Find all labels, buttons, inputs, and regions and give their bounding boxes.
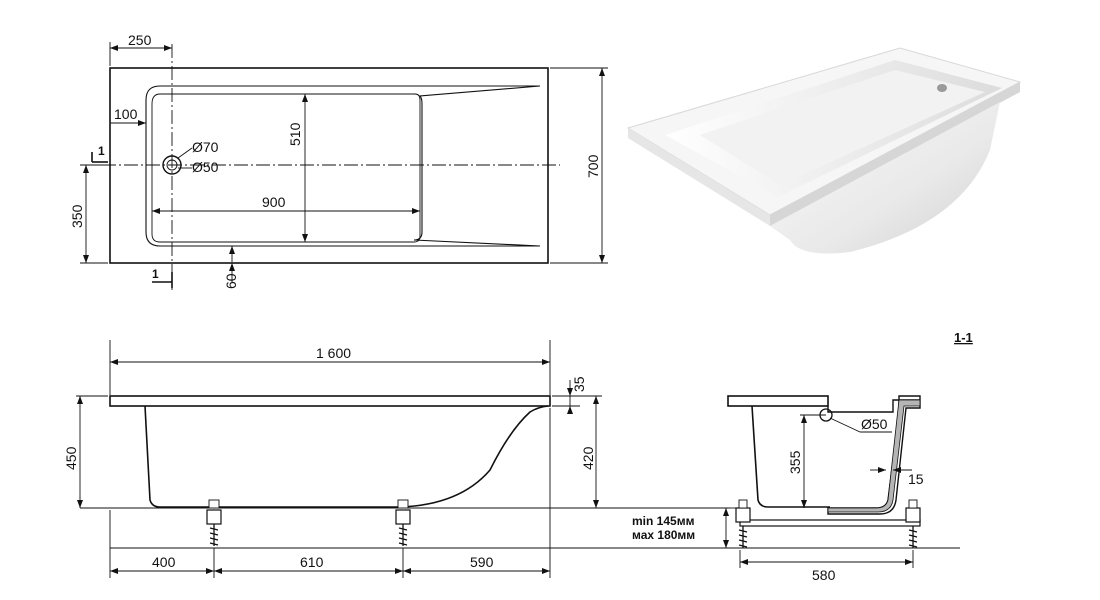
dim-total-width: 700: [585, 154, 601, 178]
bathtub-photo: [622, 12, 1054, 300]
section-drain-label: Ø50: [861, 416, 888, 432]
dim-wall: 15: [908, 471, 924, 487]
dim-foot-span: 610: [300, 554, 324, 570]
side-view: 1 600 35 420: [63, 340, 960, 578]
dim-rim-thickness: 35: [571, 376, 587, 392]
drain-inner-label: Ø50: [192, 159, 219, 175]
section-view: 1-1 Ø50 355 15: [632, 330, 973, 583]
section-marker-bottom: 1: [152, 267, 159, 281]
dim-inner-width: 510: [287, 122, 303, 146]
legs-max-label: мах 180мм: [632, 528, 695, 542]
plan-view: Ø70 Ø50 250 100 510 900 700: [69, 32, 608, 290]
dim-foot-right: 590: [470, 554, 494, 570]
dim-total-height: 450: [63, 446, 79, 470]
leg-left: [206, 499, 222, 546]
dim-rim-width: 100: [114, 106, 138, 122]
dim-frame-width: 580: [812, 567, 836, 583]
dim-total-length: 1 600: [316, 345, 351, 361]
section-marker-top: 1: [98, 144, 105, 158]
dim-half-width: 350: [69, 204, 85, 228]
dim-depth: 420: [580, 446, 596, 470]
drain-outer-label: Ø70: [192, 139, 219, 155]
legs-min-label: min 145мм: [632, 514, 695, 528]
section-title: 1-1: [954, 330, 973, 345]
dim-top-offset: 250: [128, 32, 152, 48]
dim-bottom-offset: 60: [223, 273, 239, 289]
dim-foot-left: 400: [152, 554, 176, 570]
dim-inner-length: 900: [262, 194, 286, 210]
leg-right: [395, 499, 411, 546]
dim-drain-height: 355: [787, 450, 803, 474]
